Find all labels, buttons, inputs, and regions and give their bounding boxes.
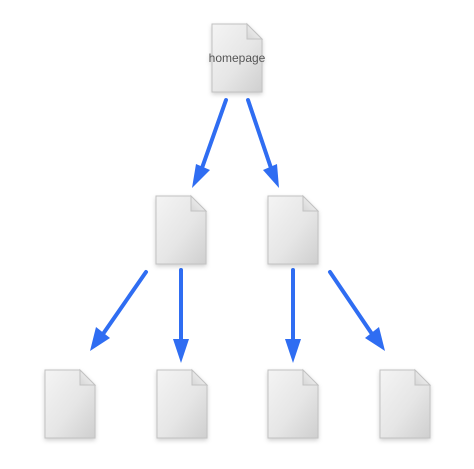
document-icon — [267, 369, 319, 439]
arrow-child-1-to-grandchild-1 — [90, 270, 148, 351]
edges-layer — [90, 98, 385, 363]
document-icon — [267, 195, 319, 265]
document-icon — [44, 369, 96, 439]
document-icon — [155, 195, 207, 265]
arrow-child-2-to-grandchild-4 — [328, 270, 385, 351]
document-icon — [379, 369, 431, 439]
page-node-child-2 — [267, 194, 320, 265]
page-node-homepage: homepage — [209, 22, 266, 93]
document-icon — [211, 23, 263, 93]
page-node-grandchild-2 — [156, 368, 209, 439]
arrow-child-1-to-grandchild-2 — [173, 268, 189, 363]
nodes-layer: homepage — [44, 22, 432, 439]
document-icon — [156, 369, 208, 439]
arrow-child-2-to-grandchild-3 — [285, 268, 301, 363]
page-node-grandchild-3 — [267, 368, 320, 439]
page-node-grandchild-1 — [44, 368, 97, 439]
page-node-child-1 — [155, 194, 208, 265]
page-label-homepage: homepage — [209, 51, 266, 65]
page-node-grandchild-4 — [379, 368, 432, 439]
arrow-root-to-child-1 — [192, 98, 228, 188]
arrow-root-to-child-2 — [246, 98, 279, 188]
